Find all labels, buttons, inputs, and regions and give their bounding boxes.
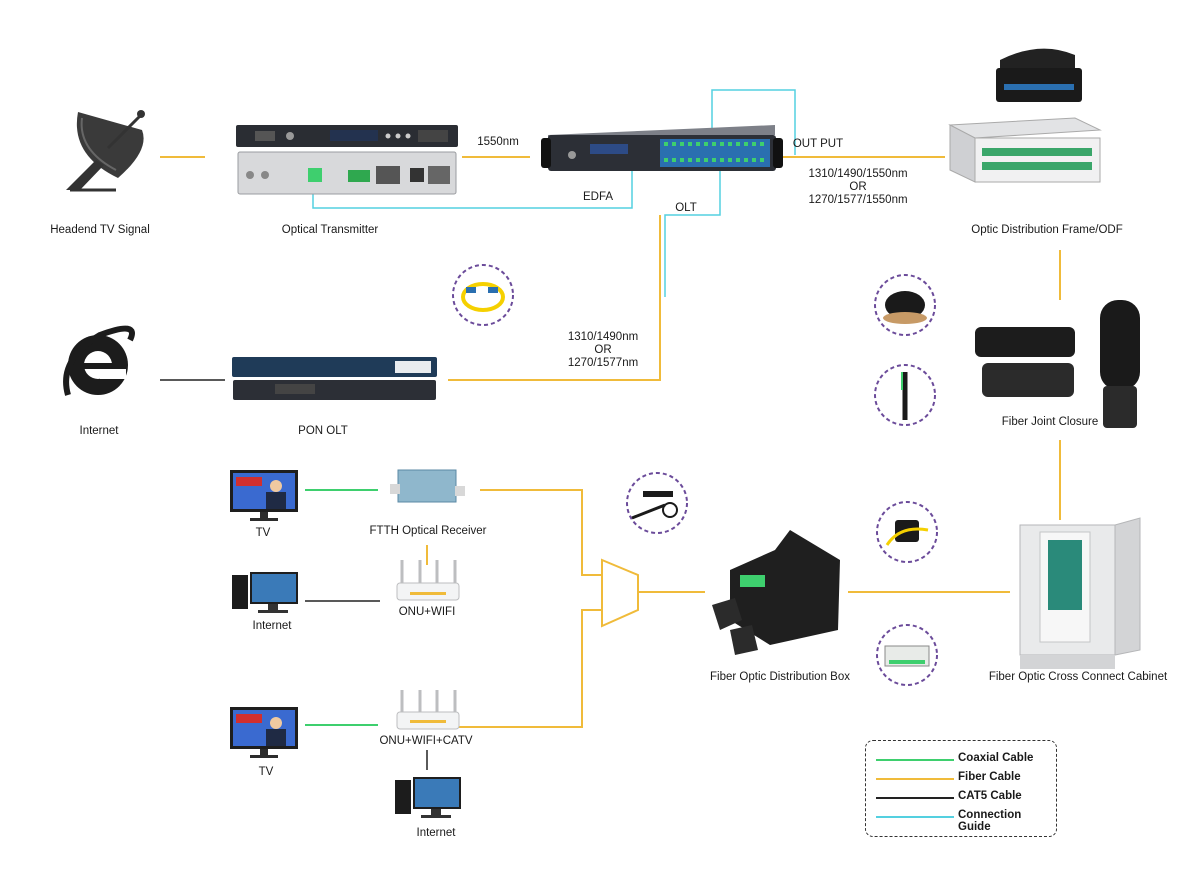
label-joint-closure: Fiber Joint Closure xyxy=(1001,416,1099,428)
label-transmitter: Optical Transmitter xyxy=(281,224,379,236)
legend-label-coaxial: Coaxial Cable xyxy=(958,752,1034,764)
label-distribution-box: Fiber Optic Distribution Box xyxy=(710,671,850,683)
fiber-joint-closure-device xyxy=(975,300,1140,428)
fiber-onu-catv-splitter xyxy=(458,609,602,728)
legend-swatch-fiber xyxy=(876,778,954,780)
internet-explorer-icon xyxy=(63,325,135,396)
label-pon-wavelengths: 1310/1490nm OR 1270/1577nm xyxy=(568,331,638,370)
legend-label-cat5: CAT5 Cable xyxy=(958,790,1022,802)
legend-item-cat5: CAT5 Cable xyxy=(876,789,1051,805)
pon-olt-device xyxy=(232,357,437,400)
label-pon-olt: PON OLT xyxy=(298,425,348,437)
odf-wavelength-2: 1270/1577/1550nm xyxy=(808,194,908,206)
label-onu-wifi-catv: ONU+WIFI+CATV xyxy=(379,735,473,747)
plc-splitter-icon xyxy=(876,624,938,686)
odf-wavelength-or: OR xyxy=(849,181,867,193)
fiber-cable-icon xyxy=(874,364,936,426)
edfa-device xyxy=(541,125,783,171)
label-tv-2: TV xyxy=(258,766,274,778)
cross-connect-cabinet-device xyxy=(1019,517,1141,669)
fiber-distribution-box-device xyxy=(712,530,840,655)
odf-tray-device xyxy=(996,48,1082,102)
label-internet-2: Internet xyxy=(416,827,456,839)
label-tv-1: TV xyxy=(255,527,271,539)
fiber-edfa-olt xyxy=(448,215,661,381)
pon-wavelength-1: 1310/1490nm xyxy=(567,331,639,343)
label-internet-1: Internet xyxy=(252,620,292,632)
pc-icon-1 xyxy=(232,572,298,613)
label-headend: Headend TV Signal xyxy=(50,224,150,236)
odf-wavelength-1: 1310/1490/1550nm xyxy=(808,168,908,180)
legend-label-guide: Connection Guide xyxy=(958,809,1022,833)
cable-reel-icon xyxy=(874,274,936,336)
fiber-receiver-splitter xyxy=(480,489,602,576)
guide-transmitter-edfa xyxy=(312,160,633,209)
guide-olt xyxy=(664,165,721,297)
pon-wavelength-2: 1270/1577nm xyxy=(567,357,639,369)
tv-icon-1 xyxy=(230,470,298,521)
label-cross-cabinet: Fiber Optic Cross Connect Cabinet xyxy=(988,671,1168,683)
label-out-put: OUT PUT xyxy=(792,138,844,150)
onu-wifi-catv-device xyxy=(396,690,460,730)
odf-frame-device xyxy=(948,117,1102,183)
ftth-receiver-device xyxy=(390,469,465,503)
legend-swatch-coaxial xyxy=(876,759,954,761)
label-onu-wifi: ONU+WIFI xyxy=(398,606,456,618)
pc-icon-2 xyxy=(395,777,461,818)
patch-cord-icon xyxy=(452,264,514,326)
tv-icon-2 xyxy=(230,707,298,758)
label-edfa: EDFA xyxy=(582,191,614,203)
drop-cable-icon xyxy=(626,472,688,534)
connections xyxy=(160,89,1061,770)
label-1550nm: 1550nm xyxy=(477,136,519,148)
legend-label-fiber: Fiber Cable xyxy=(958,771,1021,783)
label-ftth-receiver: FTTH Optical Receiver xyxy=(369,525,487,537)
fiber-splitter xyxy=(601,558,639,628)
label-odf: Optic Distribution Frame/ODF xyxy=(971,224,1123,236)
label-internet-top: Internet xyxy=(79,425,119,437)
legend-item-fiber: Fiber Cable xyxy=(876,770,1051,786)
optical-transmitter-device xyxy=(236,125,458,195)
guide-edfa-loop xyxy=(711,89,796,155)
pon-wavelength-or: OR xyxy=(594,344,612,356)
label-olt: OLT xyxy=(675,202,697,214)
label-odf-wavelengths: 1310/1490/1550nm OR 1270/1577/1550nm xyxy=(808,168,907,207)
legend-swatch-guide xyxy=(876,816,954,818)
splice-tray-icon xyxy=(876,501,938,563)
legend: Coaxial Cable Fiber Cable CAT5 Cable Con… xyxy=(865,740,1057,837)
legend-item-coaxial: Coaxial Cable xyxy=(876,751,1051,767)
onu-wifi-device xyxy=(396,560,460,601)
satellite-dish-icon xyxy=(66,110,145,192)
legend-item-guide: Connection Guide xyxy=(876,808,1051,833)
legend-swatch-cat5 xyxy=(876,797,954,799)
